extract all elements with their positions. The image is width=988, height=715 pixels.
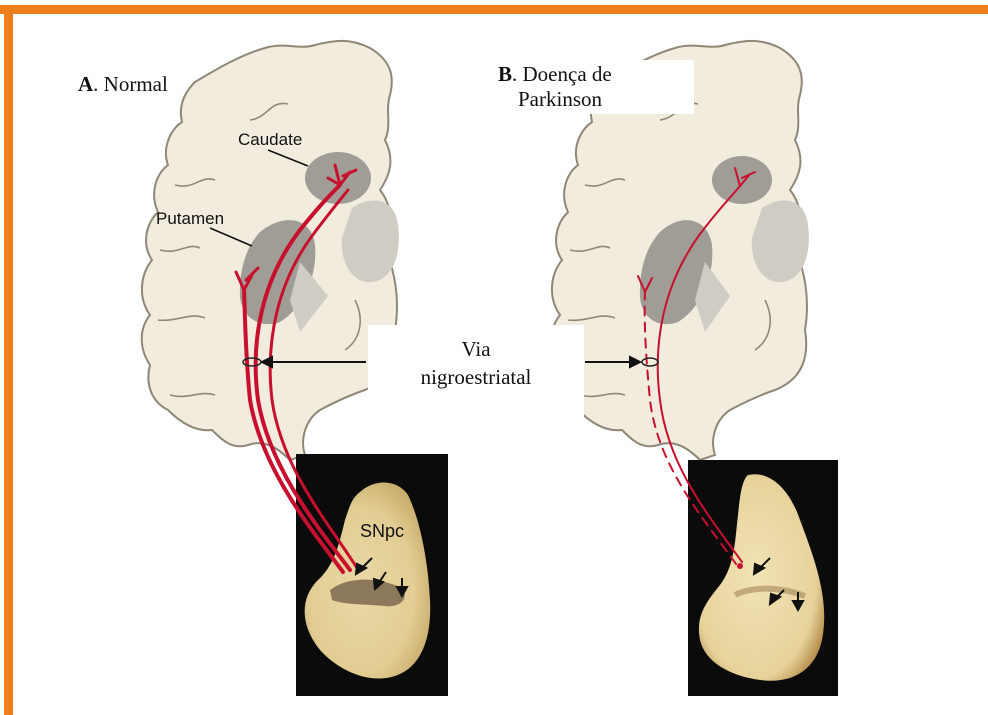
snpc-label: SNpc xyxy=(360,521,404,541)
panel-b-text-line2: Parkinson xyxy=(498,87,602,111)
midbrain-photo-parkinson xyxy=(688,460,838,696)
caudate-label: Caudate xyxy=(238,130,302,149)
panel-a-text: . Normal xyxy=(93,72,168,96)
via-label-line2: nigroestriatal xyxy=(368,363,584,391)
panel-b-text: . Doença de xyxy=(512,62,612,86)
panel-a-title: A. Normal xyxy=(72,70,174,99)
putamen-label: Putamen xyxy=(156,209,224,228)
panel-b-letter: B xyxy=(498,62,512,86)
via-nigroestriatal-label: Via nigroestriatal xyxy=(368,325,584,417)
midbrain-photo-normal xyxy=(296,454,448,696)
via-label-line1: Via xyxy=(368,335,584,363)
panel-b-title: B. Doença de Parkinson xyxy=(492,60,694,114)
panel-a-letter: A xyxy=(78,72,93,96)
